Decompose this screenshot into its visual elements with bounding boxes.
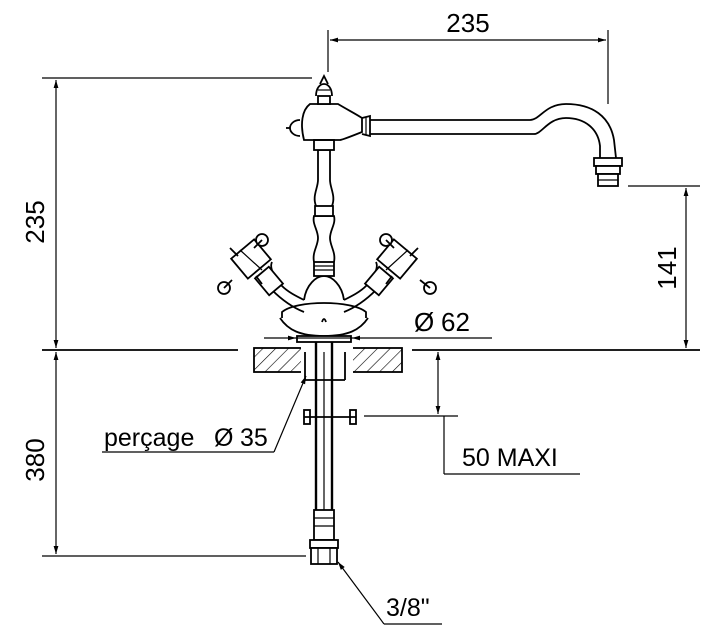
deck-thickness-value: 50 MAXI bbox=[462, 444, 558, 472]
spout-height-value: 141 bbox=[652, 246, 682, 289]
spout bbox=[370, 103, 623, 187]
hole-diameter-value: 35 bbox=[240, 424, 268, 452]
base-diameter-value: 62 bbox=[441, 307, 470, 337]
supply-shank bbox=[303, 338, 357, 565]
dim-mounting-hole: perçage Ø 35 bbox=[102, 375, 307, 453]
shank-length-value: 380 bbox=[20, 438, 50, 481]
dim-shank-length: 380 bbox=[20, 352, 306, 557]
dim-overall-height: 235 bbox=[20, 77, 312, 348]
dim-deck-thickness: 50 MAXI bbox=[364, 352, 580, 475]
diameter-symbol-35: Ø bbox=[214, 424, 233, 452]
faucet-body bbox=[279, 73, 371, 343]
left-cross-handle bbox=[217, 233, 305, 313]
dim-spout-height: 141 bbox=[628, 185, 700, 348]
dim-spout-reach: 235 bbox=[327, 8, 609, 104]
right-cross-handle bbox=[343, 233, 437, 313]
dim-connection: 3/8" bbox=[337, 561, 442, 625]
deck-section bbox=[42, 345, 700, 375]
spout-reach-value: 235 bbox=[446, 8, 489, 38]
hole-label: perçage bbox=[104, 424, 194, 452]
connection-value: 3/8" bbox=[386, 594, 430, 622]
diameter-symbol-62: Ø bbox=[414, 307, 434, 337]
overall-height-value: 235 bbox=[20, 200, 50, 243]
dim-base-diameter: Ø 62 bbox=[264, 307, 492, 341]
